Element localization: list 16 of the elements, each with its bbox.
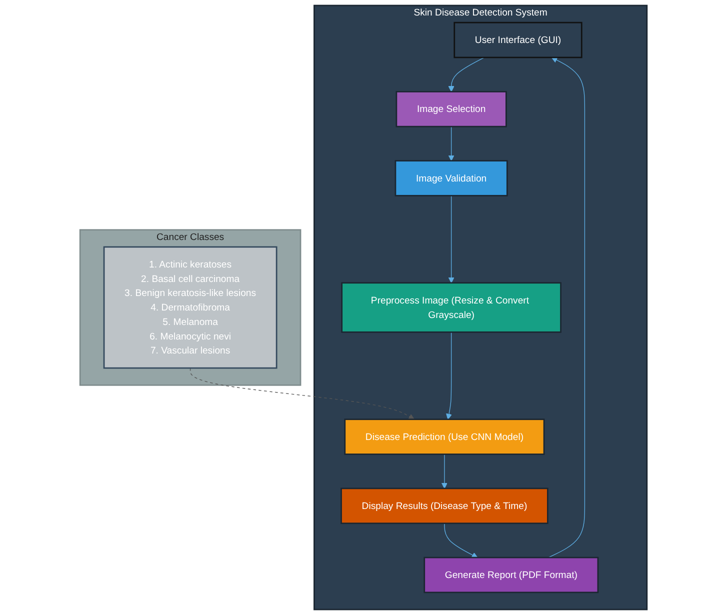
node-box: Disease Prediction (Use CNN Model) [344,418,545,455]
node-box: 1. Actinic keratoses 2. Basal cell carcinoma 3. Benign keratosis-like lesions 4. Dermatofibroma 5. Melanoma 6. Melanocytic nevi 7. Vascular lesions [103,246,278,369]
node-box: Image Selection [396,90,507,128]
arrow [448,195,454,284]
arrow [446,332,452,420]
node-box: Generate Report (PDF Format) [424,556,599,594]
node-box: Image Validation [394,160,508,196]
arrow [448,57,485,92]
node-box: Display Results (Disease Type & Time) [340,488,548,524]
arrow [441,454,448,489]
arrow [444,522,478,558]
arrow [548,57,586,558]
node-box: User Interface (GUI) [454,22,582,58]
arrow [448,126,454,162]
arrow [190,368,415,420]
node-box: Preprocess Image (Resize & Convert Grayscale) [341,282,562,333]
